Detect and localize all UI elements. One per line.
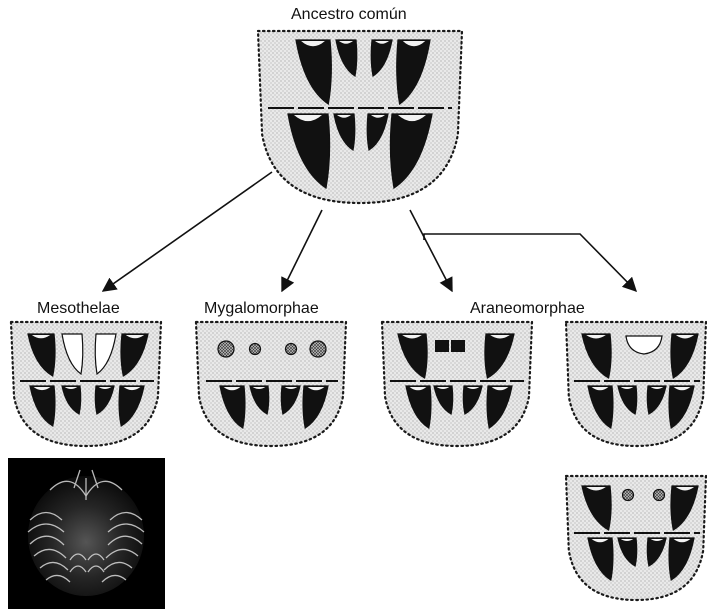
label-mygalomorphae: Mygalomorphae [204, 300, 319, 318]
label-ancestro-comun: Ancestro común [291, 6, 407, 24]
ar3-vestige-right [654, 490, 665, 501]
panel-araneomorphae-3 [566, 476, 706, 600]
arrow-to-araneomorphae-1 [410, 210, 452, 291]
myg-vestige-4 [310, 341, 326, 357]
spider-spinneret-photo [8, 458, 165, 609]
arrow-to-mygalomorphae [282, 210, 322, 291]
panel-mesothelae [11, 322, 161, 446]
myg-vestige-1 [218, 341, 234, 357]
panel-araneomorphae-2 [566, 322, 706, 446]
ar3-vestige-left [623, 490, 634, 501]
myg-vestige-2 [250, 344, 261, 355]
panel-araneomorphae-1 [382, 322, 532, 446]
myg-vestige-3 [286, 344, 297, 355]
panel-ancestro-comun [258, 31, 462, 203]
panel-mygalomorphae [196, 322, 346, 446]
arrow-to-araneomorphae-2 [424, 234, 636, 291]
ar1-cribellum-left [435, 340, 449, 352]
arrow-to-mesothelae [103, 172, 272, 291]
ar1-cribellum-right [451, 340, 465, 352]
label-mesothelae: Mesothelae [37, 300, 120, 318]
label-araneomorphae: Araneomorphae [470, 300, 585, 318]
panel-mygalomorphae-outline [196, 322, 346, 446]
